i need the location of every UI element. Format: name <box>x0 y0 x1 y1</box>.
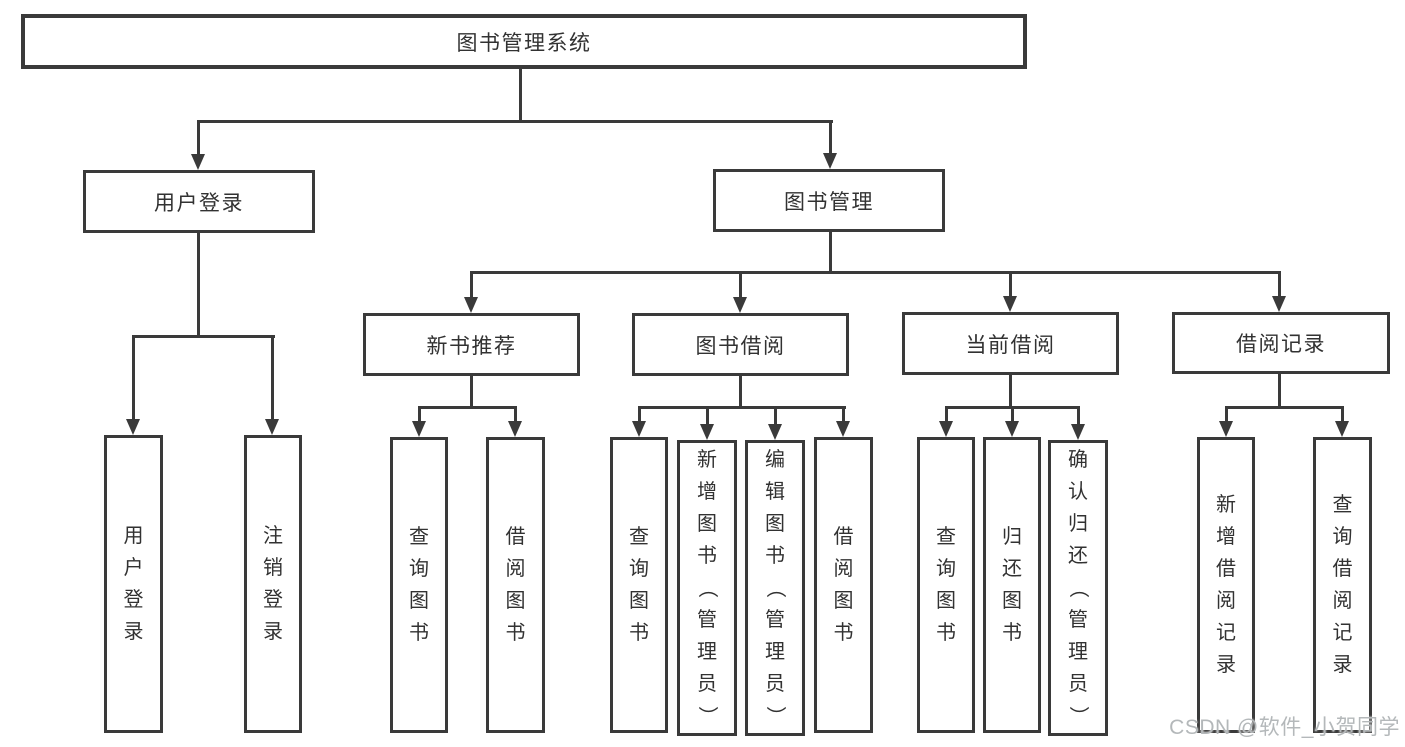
connector-line <box>519 69 522 120</box>
connector-line <box>1225 406 1344 409</box>
connector-line <box>638 406 641 422</box>
leaf-nbr-query-label: 查询图书 <box>409 526 429 644</box>
arrowhead <box>1005 421 1019 437</box>
node-new-book-rec-label: 新书推荐 <box>426 334 517 358</box>
connector-line <box>1009 375 1012 406</box>
node-book-borrow: 图书借阅 <box>632 313 849 376</box>
leaf-logout-label: 注销登录 <box>263 525 283 643</box>
connector-line <box>132 335 275 338</box>
arrowhead <box>768 424 782 440</box>
leaf-user-login: 用户登录 <box>104 435 163 733</box>
arrowhead <box>1272 296 1286 312</box>
csdn-watermark: CSDN @软件_小贺同学 <box>1169 716 1400 739</box>
node-book-mgmt-label: 图书管理 <box>784 190 874 214</box>
connector-line <box>470 271 1281 274</box>
node-book-borrow-label: 图书借阅 <box>695 334 786 358</box>
arrowhead <box>1071 424 1085 440</box>
leaf-nbr-borrow: 借阅图书 <box>486 437 545 733</box>
arrowhead <box>836 421 850 437</box>
connector-line <box>1011 406 1014 422</box>
connector-line <box>638 406 846 409</box>
leaf-bb-borrow-label: 借阅图书 <box>833 526 854 644</box>
leaf-br-add-label: 新增借阅记录 <box>1216 494 1236 676</box>
node-book-mgmt: 图书管理 <box>713 169 945 232</box>
leaf-cb-return-label: 归还图书 <box>1002 526 1022 644</box>
connector-line <box>1077 406 1080 425</box>
connector-line <box>470 271 473 298</box>
arrowhead <box>700 424 714 440</box>
connector-line <box>197 120 833 123</box>
connector-line <box>739 376 742 406</box>
leaf-logout: 注销登录 <box>244 435 302 733</box>
connector-line <box>418 406 517 409</box>
connector-line <box>132 335 135 421</box>
connector-line <box>1278 374 1281 406</box>
leaf-nbr-query: 查询图书 <box>390 437 448 733</box>
node-user-login: 用户登录 <box>83 170 315 233</box>
leaf-cb-query-label: 查询图书 <box>936 526 956 644</box>
leaf-bb-query-label: 查询图书 <box>629 526 649 644</box>
node-current-borrow-label: 当前借阅 <box>965 333 1056 357</box>
leaf-cb-confirm-label: 确认归还（管理员） <box>1067 449 1089 726</box>
connector-line <box>1278 271 1281 297</box>
connector-line <box>829 232 832 271</box>
arrowhead <box>939 421 953 437</box>
leaf-br-query: 查询借阅记录 <box>1313 437 1372 733</box>
node-user-login-label: 用户登录 <box>154 191 244 215</box>
leaf-bb-add: 新增图书（管理员） <box>677 440 737 736</box>
connector-line <box>1341 406 1344 422</box>
leaf-cb-query: 查询图书 <box>917 437 975 733</box>
arrowhead <box>265 419 279 435</box>
connector-line <box>829 120 832 154</box>
node-current-borrow: 当前借阅 <box>902 312 1119 375</box>
connector-line <box>514 406 517 422</box>
leaf-bb-edit: 编辑图书（管理员） <box>745 440 805 736</box>
connector-line <box>197 233 200 335</box>
connector-line <box>1225 406 1228 422</box>
arrowhead <box>508 421 522 437</box>
arrowhead <box>733 297 747 313</box>
node-new-book-rec: 新书推荐 <box>363 313 580 376</box>
connector-line <box>706 406 709 425</box>
node-borrow-record: 借阅记录 <box>1172 312 1390 374</box>
arrowhead <box>1335 421 1349 437</box>
leaf-bb-query: 查询图书 <box>610 437 668 733</box>
connector-line <box>945 406 948 422</box>
leaf-cb-return: 归还图书 <box>983 437 1041 733</box>
connector-line <box>1009 271 1012 297</box>
arrowhead <box>1219 421 1233 437</box>
leaf-bb-borrow: 借阅图书 <box>814 437 873 733</box>
node-root: 图书管理系统 <box>21 14 1027 69</box>
leaf-br-query-label: 查询借阅记录 <box>1332 494 1353 676</box>
leaf-br-add: 新增借阅记录 <box>1197 437 1255 733</box>
connector-line <box>197 120 200 155</box>
connector-line <box>842 406 845 422</box>
leaf-bb-edit-label: 编辑图书（管理员） <box>764 449 786 726</box>
arrowhead <box>632 421 646 437</box>
arrowhead <box>191 154 205 170</box>
node-borrow-record-label: 借阅记录 <box>1236 333 1326 356</box>
connector-line <box>271 335 274 421</box>
arrowhead <box>126 419 140 435</box>
connector-line <box>470 376 473 406</box>
connector-line <box>418 406 421 422</box>
connector-line <box>774 406 777 425</box>
leaf-cb-confirm: 确认归还（管理员） <box>1048 440 1108 736</box>
arrowhead <box>412 421 426 437</box>
arrowhead <box>1003 296 1017 312</box>
arrowhead <box>823 153 837 169</box>
leaf-bb-add-label: 新增图书（管理员） <box>696 449 718 726</box>
leaf-nbr-borrow-label: 借阅图书 <box>505 526 526 644</box>
arrowhead <box>464 297 478 313</box>
node-root-label: 图书管理系统 <box>456 31 592 55</box>
leaf-user-login-label: 用户登录 <box>123 525 144 643</box>
connector-line <box>739 271 742 298</box>
